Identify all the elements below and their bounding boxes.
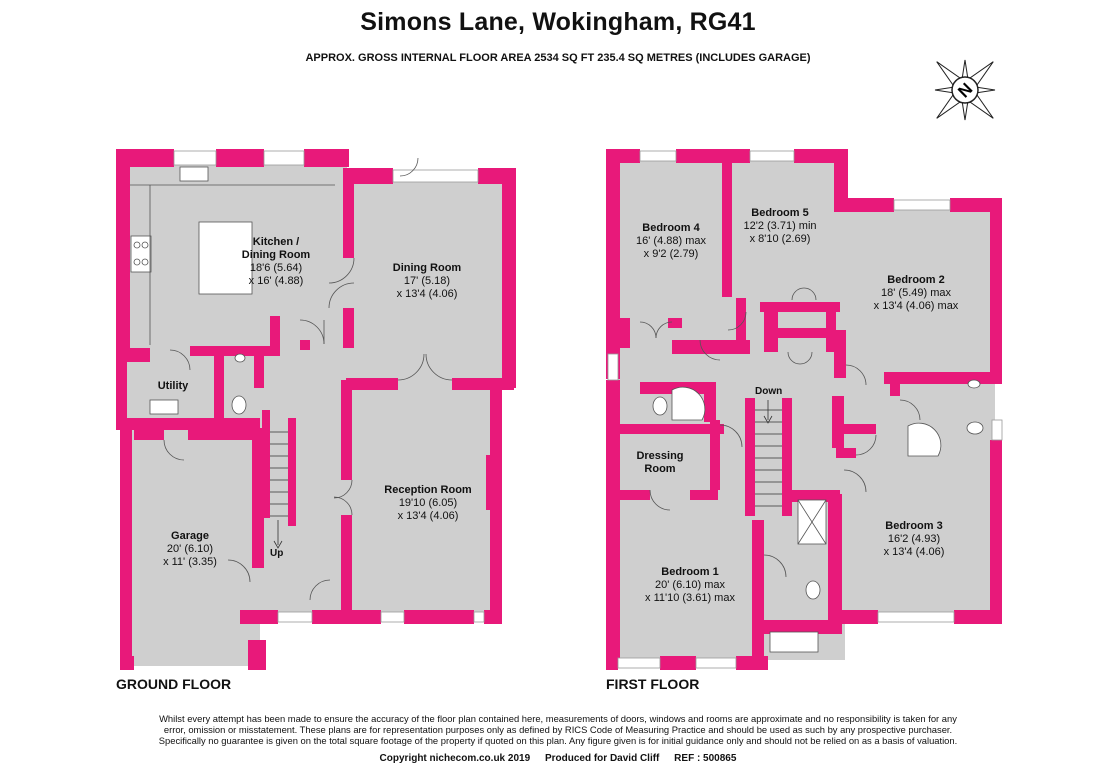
ground-floor-label: GROUND FLOOR [116, 676, 232, 692]
room-bedroom-1: Bedroom 1 20' (6.10) max x 11'10 (3.61) … [632, 566, 748, 605]
stairs-up-label: Up [270, 548, 284, 559]
room-name: Bedroom 4 [642, 222, 700, 234]
reference-text: REF : 500865 [674, 753, 737, 764]
room-dimension: x 8'10 (2.69) [749, 233, 811, 245]
room-bedroom-5: Bedroom 5 12'2 (3.71) min x 8'10 (2.69) [732, 207, 828, 246]
room-dimension: x 16' (4.88) [248, 275, 304, 287]
room-name: Dressing [636, 450, 684, 462]
room-name: Garage [171, 530, 209, 542]
room-name: Kitchen / [252, 236, 300, 248]
room-name-line2: Dining Room [241, 249, 311, 261]
disclaimer-line: Specifically no guarantee is given on th… [158, 735, 958, 747]
room-dimension: 18'6 (5.64) [249, 262, 303, 274]
room-dimension: 19'10 (6.05) [398, 497, 458, 509]
room-dimension: 20' (6.10) max [655, 579, 725, 591]
room-dimension: x 13'4 (4.06) max [873, 300, 959, 312]
room-name: Utility [157, 380, 189, 392]
produced-for-text: Produced for David Cliff [544, 753, 660, 764]
room-kitchen-dining: Kitchen / Dining Room 18'6 (5.64) x 16' … [228, 236, 324, 288]
stairs-down-label: Down [755, 386, 783, 397]
room-name: Bedroom 1 [661, 566, 719, 578]
room-reception: Reception Room 19'10 (6.05) x 13'4 (4.06… [370, 484, 486, 523]
room-dimension: x 13'4 (4.06) [883, 546, 945, 558]
disclaimer-line: Whilst every attempt has been made to en… [159, 713, 957, 724]
room-name: Bedroom 2 [887, 274, 945, 286]
room-dimension: x 13'4 (4.06) [396, 288, 458, 300]
room-name: Bedroom 5 [751, 207, 809, 219]
room-name: Bedroom 3 [885, 520, 943, 532]
room-dimension: 16'2 (4.93) [887, 533, 941, 545]
room-dimension: x 11' (3.35) [163, 556, 217, 568]
room-dimension: 18' (5.49) max [881, 287, 951, 299]
room-name: Reception Room [384, 484, 472, 496]
room-garage: Garage 20' (6.10) x 11' (3.35) [140, 530, 240, 569]
plan-title: Simons Lane, Wokingham, RG41 [360, 8, 756, 36]
disclaimer-line: error, omission or misstatement. These p… [163, 724, 953, 736]
room-dimension: 17' (5.18) [403, 275, 451, 287]
room-name: Dining Room [392, 262, 462, 274]
disclaimer: Whilst every attempt has been made to en… [120, 713, 996, 747]
room-dining: Dining Room 17' (5.18) x 13'4 (4.06) [372, 262, 482, 301]
room-dimension: 20' (6.10) [166, 543, 214, 555]
room-name-line2: Room [644, 463, 676, 475]
room-dimension: x 13'4 (4.06) [397, 510, 459, 522]
room-utility: Utility [148, 380, 198, 393]
room-dimension: 16' (4.88) max [636, 235, 706, 247]
footer: Copyright nichecom.co.uk 2019 Produced f… [0, 753, 1116, 764]
room-dimension: 12'2 (3.71) min [743, 220, 817, 232]
room-dimension: x 11'10 (3.61) max [645, 592, 735, 604]
room-dimension: x 9'2 (2.79) [643, 248, 699, 260]
room-bedroom-4: Bedroom 4 16' (4.88) max x 9'2 (2.79) [626, 222, 716, 261]
copyright-text: Copyright nichecom.co.uk 2019 [379, 753, 531, 764]
floor-area-subtitle: APPROX. GROSS INTERNAL FLOOR AREA 2534 S… [305, 52, 811, 64]
room-dressing: Dressing Room [630, 450, 690, 476]
room-bedroom-3: Bedroom 3 16'2 (4.93) x 13'4 (4.06) [864, 520, 964, 559]
compass-icon: N [934, 59, 996, 121]
first-floor-label: FIRST FLOOR [606, 676, 700, 692]
room-bedroom-2: Bedroom 2 18' (5.49) max x 13'4 (4.06) m… [858, 274, 974, 313]
